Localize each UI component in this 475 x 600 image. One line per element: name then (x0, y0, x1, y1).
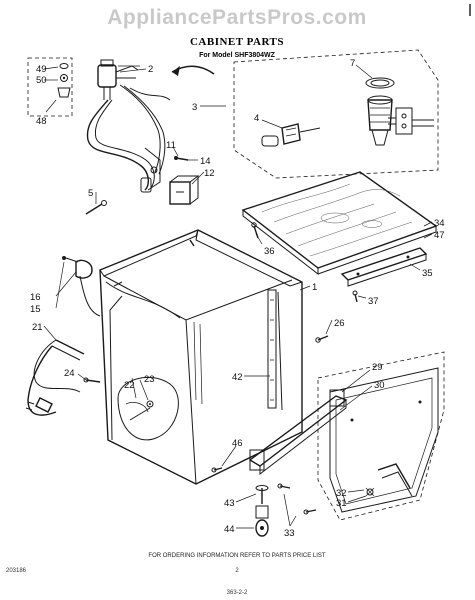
callout-4: 4 (254, 113, 259, 124)
cabinet-frame (99, 229, 329, 485)
callout-46: 46 (232, 438, 243, 449)
callout-1: 1 (312, 282, 317, 293)
drawing-code: 203186 (6, 568, 27, 574)
callout-22: 22 (124, 380, 135, 391)
callout-11: 11 (166, 140, 176, 151)
callout-2: 2 (148, 64, 153, 75)
callout-5: 5 (88, 188, 93, 199)
callout-34: 34 (434, 218, 445, 229)
page-number: 2 (235, 568, 239, 574)
diagram-subtitle: For Model SHF3804WZ (199, 52, 276, 59)
callout-7: 7 (350, 58, 355, 69)
back-panel-cutout (117, 376, 179, 441)
bottom-code: 363-2-2 (227, 590, 248, 596)
callout-16: 16 (30, 292, 41, 303)
power-cord-group (25, 256, 101, 416)
callout-47: 47 (434, 230, 445, 241)
cabinet-top-panel (241, 171, 438, 276)
callout-3: 3 (192, 102, 197, 113)
callout-42: 42 (232, 372, 243, 383)
callout-labels: 49 50 48 2 3 4 7 11 14 12 5 34 47 36 35 … (30, 58, 445, 539)
callout-26: 26 (334, 318, 345, 329)
pump-assembly-group (233, 49, 439, 179)
callout-12: 12 (204, 168, 215, 179)
callout-43: 43 (224, 498, 235, 509)
callout-49: 49 (36, 64, 47, 75)
callout-15: 15 (30, 304, 41, 315)
callout-35: 35 (422, 268, 433, 279)
callout-36: 36 (264, 246, 275, 257)
callout-50: 50 (36, 75, 47, 86)
watermark: AppliancePartsPros.com (107, 6, 367, 29)
toe-kick-panel (317, 351, 445, 521)
mounting-parts-group (85, 147, 200, 215)
callout-14: 14 (200, 156, 211, 167)
callout-31: 31 (336, 498, 347, 509)
leveler-group (211, 389, 348, 537)
callout-23: 23 (144, 374, 155, 385)
leader-lines (43, 64, 433, 529)
callout-21: 21 (32, 322, 43, 333)
callout-44: 44 (224, 524, 235, 535)
callout-30: 30 (374, 380, 385, 391)
trim-rail-group (251, 222, 428, 303)
callout-32: 32 (336, 488, 347, 499)
callout-29: 29 (372, 362, 383, 373)
callout-48: 48 (36, 116, 47, 127)
inlet-parts-group (27, 57, 215, 193)
ordering-note: FOR ORDERING INFORMATION REFER TO PARTS … (148, 553, 325, 559)
callout-37: 37 (368, 296, 379, 307)
diagram-title: CABINET PARTS (190, 36, 284, 48)
callout-33: 33 (284, 528, 295, 539)
callout-24: 24 (64, 368, 75, 379)
